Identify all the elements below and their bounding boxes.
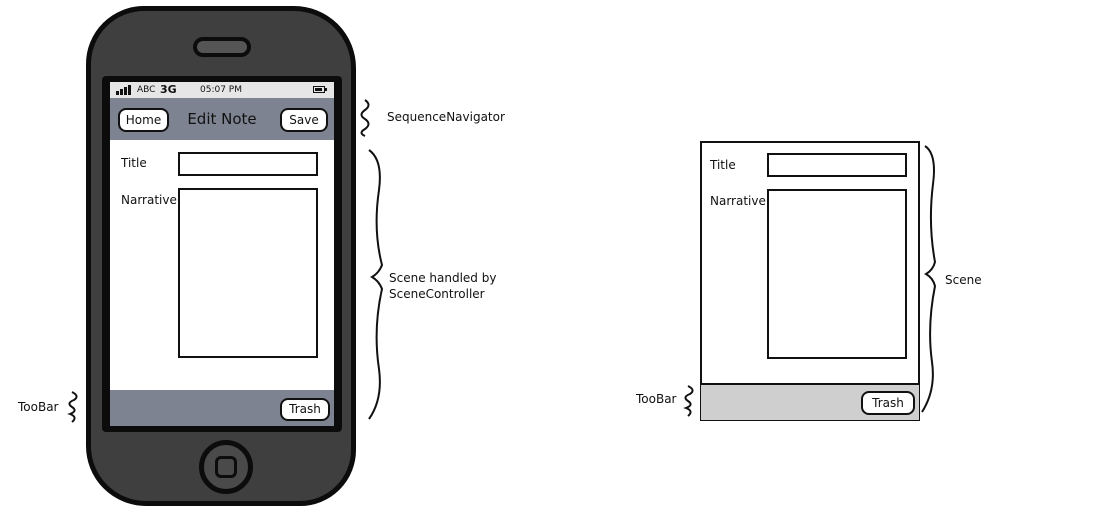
toolbar-brace-left: [67, 391, 78, 423]
home-button[interactable]: Home: [118, 108, 169, 132]
network-type: 3G: [160, 83, 177, 96]
diagram-narrative-label: Narrative: [710, 194, 766, 208]
nav-bar: Edit Note Home Save: [110, 98, 334, 140]
diagram-scene-brace: [921, 145, 937, 413]
nav-title: Edit Note: [187, 110, 257, 128]
diagram-title-label: Title: [710, 158, 736, 172]
scene-brace: [368, 149, 384, 420]
scene-handled-line1: Scene handled by: [389, 271, 497, 285]
title-input[interactable]: [178, 152, 318, 176]
scene-handled-line2: SceneController: [389, 287, 485, 301]
status-bar: ABC 3G 05:07 PM: [110, 82, 334, 98]
diagram-toolbar-label: TooBar: [636, 392, 677, 406]
title-label: Title: [121, 156, 147, 170]
carrier-name: ABC: [137, 85, 156, 95]
toolbar-label-left: TooBar: [18, 400, 59, 414]
toolbar: Trash: [110, 390, 334, 426]
diagram-toolbar-brace: [683, 385, 694, 417]
trash-button[interactable]: Trash: [280, 398, 330, 421]
home-key-button[interactable]: [199, 440, 253, 494]
diagram-scene-label: Scene: [945, 273, 982, 287]
diagram-trash-button[interactable]: Trash: [861, 391, 915, 415]
diagram-narrative-textarea[interactable]: [767, 189, 907, 359]
narrative-label: Narrative: [121, 193, 177, 207]
scene-content: Title Narrative: [110, 140, 334, 390]
signal-bars-icon: [116, 85, 134, 95]
sequence-navigator-brace: [360, 99, 370, 137]
battery-icon: [313, 86, 327, 93]
status-time: 05:07 PM: [200, 85, 242, 95]
save-button[interactable]: Save: [280, 108, 328, 132]
home-square-icon: [215, 456, 237, 478]
scene-controller-label: Scene handled by SceneController: [389, 270, 496, 302]
sequence-navigator-label: SequenceNavigator: [387, 110, 505, 124]
diagram-title-input[interactable]: [767, 153, 907, 177]
narrative-textarea[interactable]: [178, 188, 318, 358]
diagram-toolbar: Trash: [701, 383, 919, 420]
earpiece-speaker: [193, 37, 251, 57]
diagram-scene-box: Title Narrative: [700, 141, 920, 421]
